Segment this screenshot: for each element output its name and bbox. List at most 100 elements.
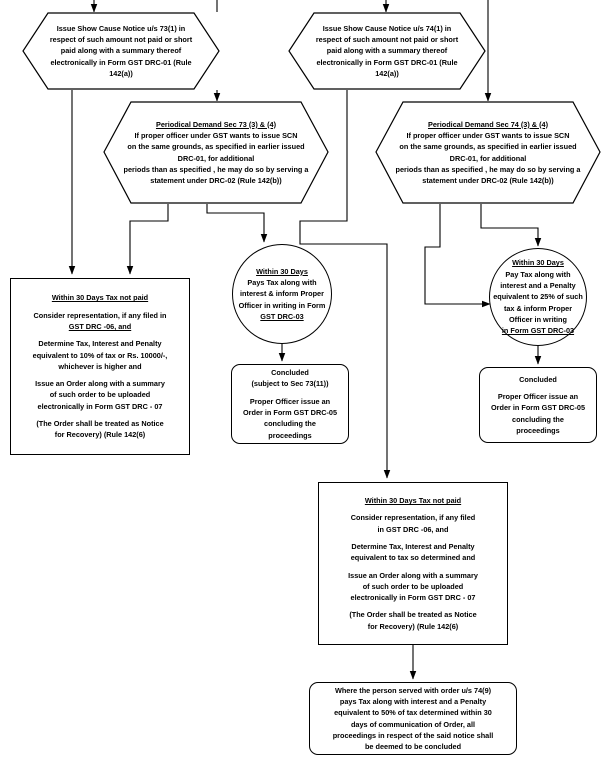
line: Consider representation, if any filed [350,513,476,523]
line: proceedings [516,425,560,435]
line: GST DRC -06, and [68,321,132,331]
hexagon-outline [375,101,601,204]
line: Concluded [519,374,557,384]
node-circle-pay-tax-73[interactable]: Within 30 Days Pays Tax along with inter… [232,244,332,344]
node-circle-pay-tax-73-text: Within 30 Days Pays Tax along with inter… [230,266,334,322]
line: statement under DRC-02 (Rule 142(b)) [150,176,282,186]
heading: Within 30 Days Tax not paid [364,496,462,506]
line: electronically in Form GST DRC-01 (Rule [316,57,458,67]
line: on the same grounds, as specified in ear… [127,142,305,152]
node-concluded-73-text: Concluded (subject to Sec 73(11)) Proper… [225,362,355,446]
line: in GST DRC -06, and [377,524,449,534]
line: Determine Tax, Interest and Penalty [351,541,475,551]
line: Officer in writing in Form [238,300,326,310]
line: concluding the [512,414,564,424]
line: statement under DRC-02 (Rule 142(b)) [422,176,554,186]
line: equivalent to tax so determined and [350,553,476,563]
node-circle-pay-tax-74[interactable]: Within 30 Days Pay Tax along with intere… [489,248,587,346]
node-concluded-74[interactable]: Concluded Proper Officer issue an Order … [479,367,597,443]
line: on the same grounds, as specified in ear… [399,142,577,152]
line: tax & inform Proper [503,303,573,313]
hexagon-outline [103,101,329,204]
line: respect of such amount not paid or short [49,35,193,45]
heading: Periodical Demand Sec 74 (3) & (4) [427,119,549,129]
line: Issue Show Cause Notice u/s 74(1) in [322,23,452,33]
wire-periodical74-to-circle74-top [480,203,542,247]
node-left-tax-not-paid[interactable]: Within 30 Days Tax not paid Consider rep… [10,278,190,455]
line: If proper officer under GST wants to iss… [406,130,570,140]
line: proceedings in respect of the said notic… [332,730,494,740]
node-scn-74[interactable]: Issue Show Cause Notice u/s 74(1) in res… [288,12,486,90]
node-periodical-demand-73-text: Periodical Demand Sec 73 (3) & (4) If pr… [108,119,325,187]
node-final-74-9-text: Where the person served with order u/s 7… [303,680,523,758]
line: If proper officer under GST wants to iss… [134,130,298,140]
line: for Recovery) (Rule 142(6) [367,621,459,631]
line: proceedings [268,430,312,440]
line: Order in Form GST DRC-05 [490,403,586,413]
hexagon-outline [22,12,220,90]
heading: Within 30 Days [512,258,564,268]
hexagon-outline [288,12,486,90]
line: be deemed to be concluded [364,742,462,752]
line: of such order to be uploaded [362,581,464,591]
line: 142(a)) [109,68,133,78]
line: GST DRC-03 [260,311,304,321]
line: respect of such amount not paid or short [315,35,459,45]
line: Proper Officer issue an [497,392,579,402]
node-mid-tax-not-paid[interactable]: Within 30 Days Tax not paid Consider rep… [318,482,508,645]
line: Order in Form GST DRC-05 [242,408,338,417]
wire-periodical74-to-circle74-left [424,203,491,308]
line: Pays Tax along with [247,278,317,288]
line: Concluded [271,368,309,378]
line: (subject to Sec 73(11)) [251,379,329,389]
node-left-tax-not-paid-text: Within 30 Days Tax not paid Consider rep… [4,286,196,446]
line: electronically in Form GST DRC - 07 [37,401,163,411]
line: DRC-01, for additional [177,153,255,163]
line: 142(a)) [375,68,399,78]
line: Determine Tax, Interest and Penalty [38,339,162,349]
line: Issue an Order along with a summary [348,570,478,580]
heading: Within 30 Days Tax not paid [51,293,149,303]
node-periodical-demand-73[interactable]: Periodical Demand Sec 73 (3) & (4) If pr… [103,101,329,204]
line: Consider representation, if any filed in [33,310,167,320]
line: Issue an Order along with a summary [35,379,165,389]
line: whichever is higher and [58,361,142,371]
heading: Periodical Demand Sec 73 (3) & (4) [155,119,277,129]
node-concluded-73[interactable]: Concluded (subject to Sec 73(11)) Proper… [231,364,349,444]
line: Proper Officer issue an [249,396,331,406]
node-periodical-demand-74[interactable]: Periodical Demand Sec 74 (3) & (4) If pr… [375,101,601,204]
node-periodical-demand-74-text: Periodical Demand Sec 74 (3) & (4) If pr… [380,119,597,187]
line: periods than as specified , he may do so… [123,164,309,174]
node-mid-tax-not-paid-text: Within 30 Days Tax not paid Consider rep… [312,489,514,638]
line: in Form GST DRC-03 [501,326,575,336]
line: (The Order shall be treated as Notice [36,419,164,429]
line: Where the person served with order u/s 7… [334,685,492,695]
line: of such order to be uploaded [49,390,151,400]
node-circle-pay-tax-74-text: Within 30 Days Pay Tax along with intere… [487,257,589,336]
line: pays Tax along with interest and a Penal… [339,696,487,706]
line: equivalent to 25% of such [493,292,583,302]
line: Pay Tax along with [505,269,571,279]
line: days of communication of Order, all [350,719,476,729]
node-scn-73[interactable]: Issue Show Cause Notice u/s 73(1) in res… [22,12,220,90]
node-final-74-9[interactable]: Where the person served with order u/s 7… [309,682,517,755]
line: concluding the [264,419,316,429]
heading: Within 30 Days [256,266,308,276]
line: DRC-01, for additional [449,153,527,163]
line: Officer in writing [509,314,567,324]
line: electronically in Form GST DRC - 07 [350,593,476,603]
node-scn-73-text: Issue Show Cause Notice u/s 73(1) in res… [34,23,208,79]
line: periods than as specified , he may do so… [395,164,581,174]
line: interest and a Penalty [500,281,576,291]
line: paid along with a summary thereof [60,46,182,56]
node-scn-74-text: Issue Show Cause Notice u/s 74(1) in res… [300,23,474,79]
wire-periodical73-to-circle73 [206,203,268,243]
line: Issue Show Cause Notice u/s 73(1) in [56,23,186,33]
node-concluded-74-text: Concluded Proper Officer issue an Order … [473,369,603,441]
line: equivalent to 10% of tax or Rs. 10000/-, [32,350,168,360]
line: (The Order shall be treated as Notice [349,610,477,620]
line: equivalent to 50% of tax determined with… [334,708,492,718]
line: electronically in Form GST DRC-01 (Rule [50,57,192,67]
line: paid along with a summary thereof [326,46,448,56]
